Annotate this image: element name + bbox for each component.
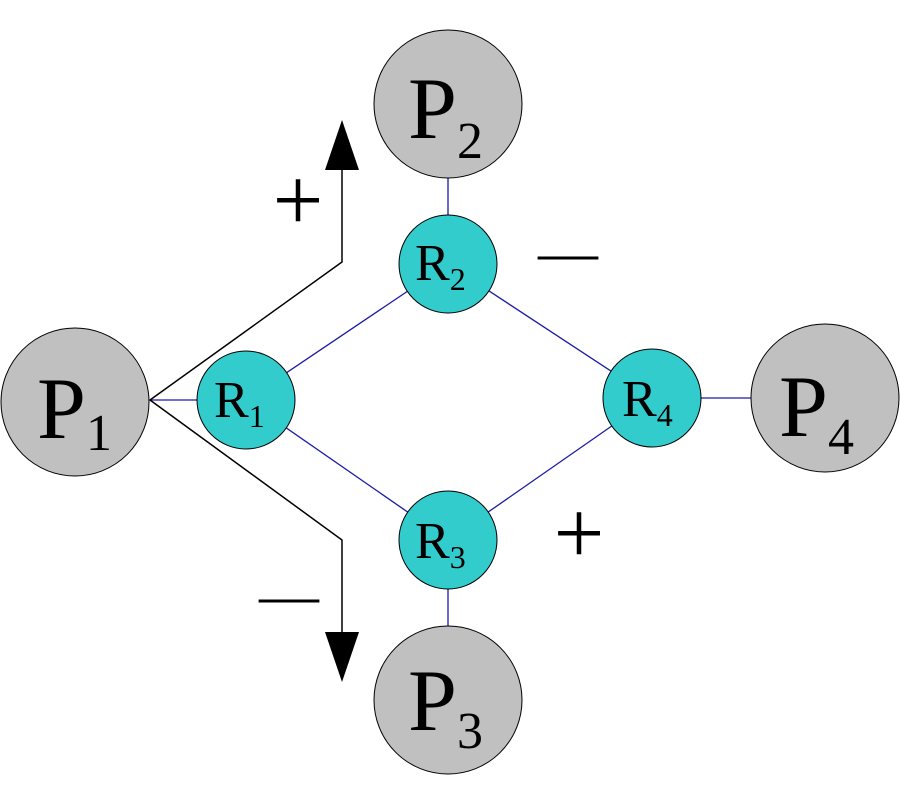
lower-arrow-sign: — (258, 562, 320, 628)
port-p1-label: P1 (37, 361, 112, 462)
resonator-r1-circle (196, 350, 296, 450)
r2-side-sign: — (537, 219, 599, 285)
resonator-r4: R4 (602, 348, 702, 448)
resonator-r4-circle (602, 348, 702, 448)
resonator-r3: R3 (398, 490, 498, 590)
port-p2-circle (373, 29, 523, 179)
upper-arrow-sign: + (273, 151, 324, 250)
r3-side-sign: + (554, 484, 605, 583)
port-p2-label: P2 (408, 61, 483, 170)
resonator-r3-label: R3 (415, 513, 466, 575)
port-p3: P3 (373, 625, 523, 775)
port-p3-circle (373, 625, 523, 775)
port-p4-circle (750, 323, 900, 473)
port-p1-circle (0, 327, 150, 477)
port-p1: P1 (0, 327, 150, 477)
resonator-r2-circle (398, 214, 498, 314)
port-p2: P2 (373, 29, 523, 179)
upper-signal-path (149, 170, 343, 401)
up-arrow-head (325, 120, 359, 170)
port-p3-label: P3 (408, 653, 483, 760)
port-p4: P4 (750, 323, 900, 473)
resonator-r1: R1 (196, 350, 296, 450)
lower-signal-path (149, 399, 343, 632)
resonator-r1-label: R1 (214, 372, 265, 434)
signal-paths (149, 170, 343, 632)
down-arrow-head (325, 632, 359, 682)
resonator-r2: R2 (398, 214, 498, 314)
resonator-r3-circle (398, 490, 498, 590)
port-p4-label: P4 (779, 359, 854, 466)
resonator-r4-label: R4 (622, 371, 673, 433)
resonator-r2-label: R2 (415, 235, 466, 297)
